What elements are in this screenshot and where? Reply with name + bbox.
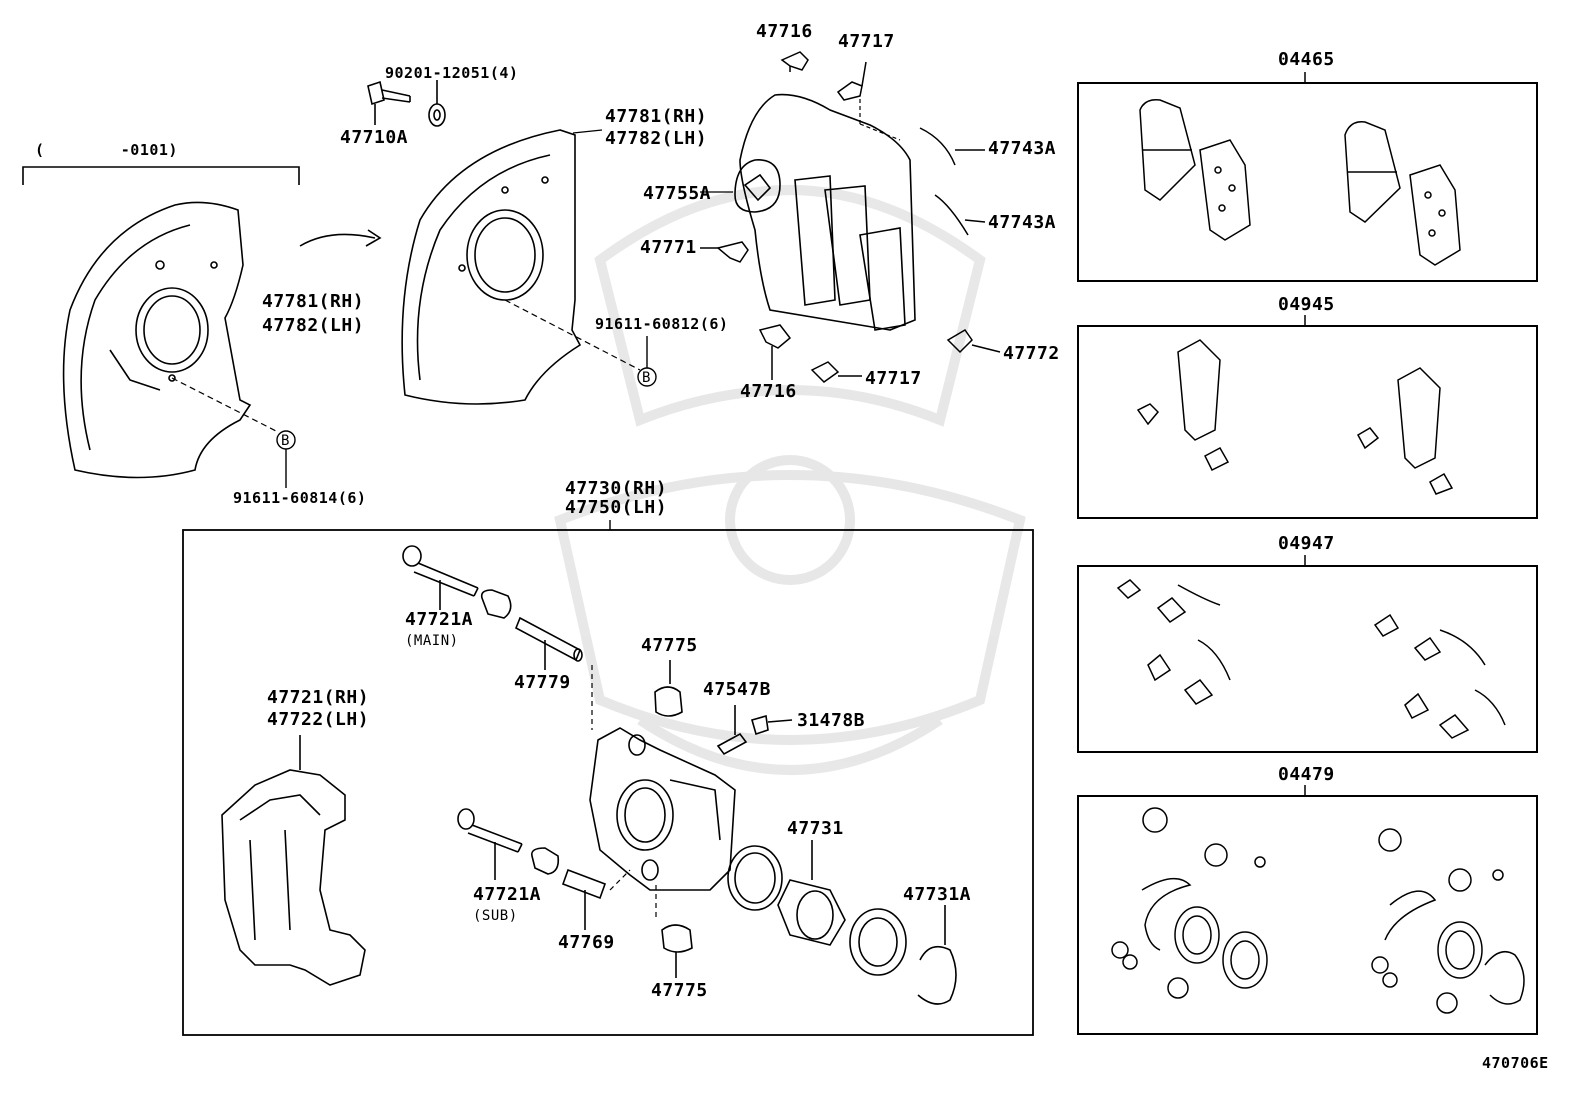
slide-bolt-sub <box>457 808 523 880</box>
part-label-47743a-1[interactable]: 47743A <box>988 138 1057 159</box>
part-label-31478b[interactable]: 31478B <box>797 710 866 731</box>
kit-label-04465[interactable]: 04465 <box>1278 49 1335 70</box>
part-label-47721a-sub[interactable]: 47721A <box>473 884 542 905</box>
range-note: ( -0101) <box>35 141 178 159</box>
part-label-47722-lh[interactable]: 47722(LH) <box>267 709 370 730</box>
spring-47743a <box>919 127 986 236</box>
watermark-logo <box>554 185 1026 775</box>
kit-label-04479[interactable]: 04479 <box>1278 764 1335 785</box>
part-label-47547b[interactable]: 47547B <box>703 679 772 700</box>
clip-47772 <box>946 329 1001 354</box>
bolt-ref-b-1: B <box>281 433 290 449</box>
torque-plate <box>221 735 366 986</box>
part-label-47716-bottom[interactable]: 47716 <box>740 381 797 402</box>
washer-90201 <box>428 80 446 127</box>
part-label-91611-60812[interactable]: 91611-60812(6) <box>595 315 729 333</box>
part-label-47717-bottom[interactable]: 47717 <box>865 368 922 389</box>
part-label-47772[interactable]: 47772 <box>1003 343 1060 364</box>
bushing-47769 <box>561 868 607 930</box>
bleeder-47547b <box>716 705 748 756</box>
part-label-47781-rh-left[interactable]: 47781(RH) <box>262 291 365 312</box>
part-label-47721a-main[interactable]: 47721A <box>405 609 474 630</box>
kit-label-04947[interactable]: 04947 <box>1278 533 1335 554</box>
part-label-47771[interactable]: 47771 <box>640 237 697 258</box>
cap-47775-bottom <box>661 924 693 978</box>
pin-47779 <box>514 616 583 670</box>
boot-sub <box>530 847 560 875</box>
main-note: (MAIN) <box>405 633 459 649</box>
kit-label-04945[interactable]: 04945 <box>1278 294 1335 315</box>
cap-47775-top <box>654 660 683 717</box>
kit-04465-art <box>1139 72 1461 266</box>
part-label-47730-rh[interactable]: 47730(RH) <box>565 478 668 499</box>
clip-47717-bottom <box>810 361 862 383</box>
dust-shield-middle <box>401 129 582 405</box>
diagram-reference-code: 470706E <box>1482 1054 1549 1072</box>
part-label-91611-60814[interactable]: 91611-60814(6) <box>233 489 367 507</box>
part-label-47710a[interactable]: 47710A <box>340 127 409 148</box>
kit-04945-art <box>1136 315 1454 495</box>
part-label-47782-lh-mid[interactable]: 47782(LH) <box>605 128 708 149</box>
part-label-47731[interactable]: 47731 <box>787 818 844 839</box>
bolt-47710a <box>367 80 411 125</box>
kit-box-04465 <box>1077 82 1538 282</box>
piston-47731 <box>727 840 846 946</box>
part-label-47781-rh-mid[interactable]: 47781(RH) <box>605 106 708 127</box>
clip-47717-top <box>836 61 867 101</box>
clip-47771 <box>700 241 749 263</box>
part-label-47716-top[interactable]: 47716 <box>756 21 813 42</box>
kit-box-04479 <box>1077 795 1538 1035</box>
part-label-47743a-2[interactable]: 47743A <box>988 212 1057 233</box>
part-label-47717-top[interactable]: 47717 <box>838 31 895 52</box>
part-label-47721-rh[interactable]: 47721(RH) <box>267 687 370 708</box>
kit-04947-art <box>1116 555 1506 739</box>
caliper-body <box>589 727 736 891</box>
kit-04479-art <box>1111 785 1525 1014</box>
seal-47731a <box>849 905 957 1005</box>
bolt-ref-b-2: B <box>642 370 651 386</box>
part-label-47769[interactable]: 47769 <box>558 932 615 953</box>
part-label-47731a[interactable]: 47731A <box>903 884 972 905</box>
caliper-frame <box>182 529 1034 1036</box>
cap-31478b <box>751 714 793 736</box>
part-label-47750-lh[interactable]: 47750(LH) <box>565 497 668 518</box>
pad-assembly-top <box>734 93 916 331</box>
part-label-47779[interactable]: 47779 <box>514 672 571 693</box>
sub-note: (SUB) <box>473 908 518 924</box>
clip-47716-bottom <box>758 324 792 380</box>
kit-box-04947 <box>1077 565 1538 753</box>
part-label-47775-bottom[interactable]: 47775 <box>651 980 708 1001</box>
dust-shield-left <box>62 201 252 479</box>
part-label-90201[interactable]: 90201-12051(4) <box>385 64 519 82</box>
kit-box-04945 <box>1077 325 1538 519</box>
boot-47721a <box>480 589 512 619</box>
slide-pin-main <box>402 545 479 610</box>
part-label-47755a[interactable]: 47755A <box>643 183 712 204</box>
range-bracket <box>22 166 300 185</box>
part-label-47782-lh-left[interactable]: 47782(LH) <box>262 315 365 336</box>
clip-47716-top <box>780 51 809 72</box>
part-label-47775-top[interactable]: 47775 <box>641 635 698 656</box>
